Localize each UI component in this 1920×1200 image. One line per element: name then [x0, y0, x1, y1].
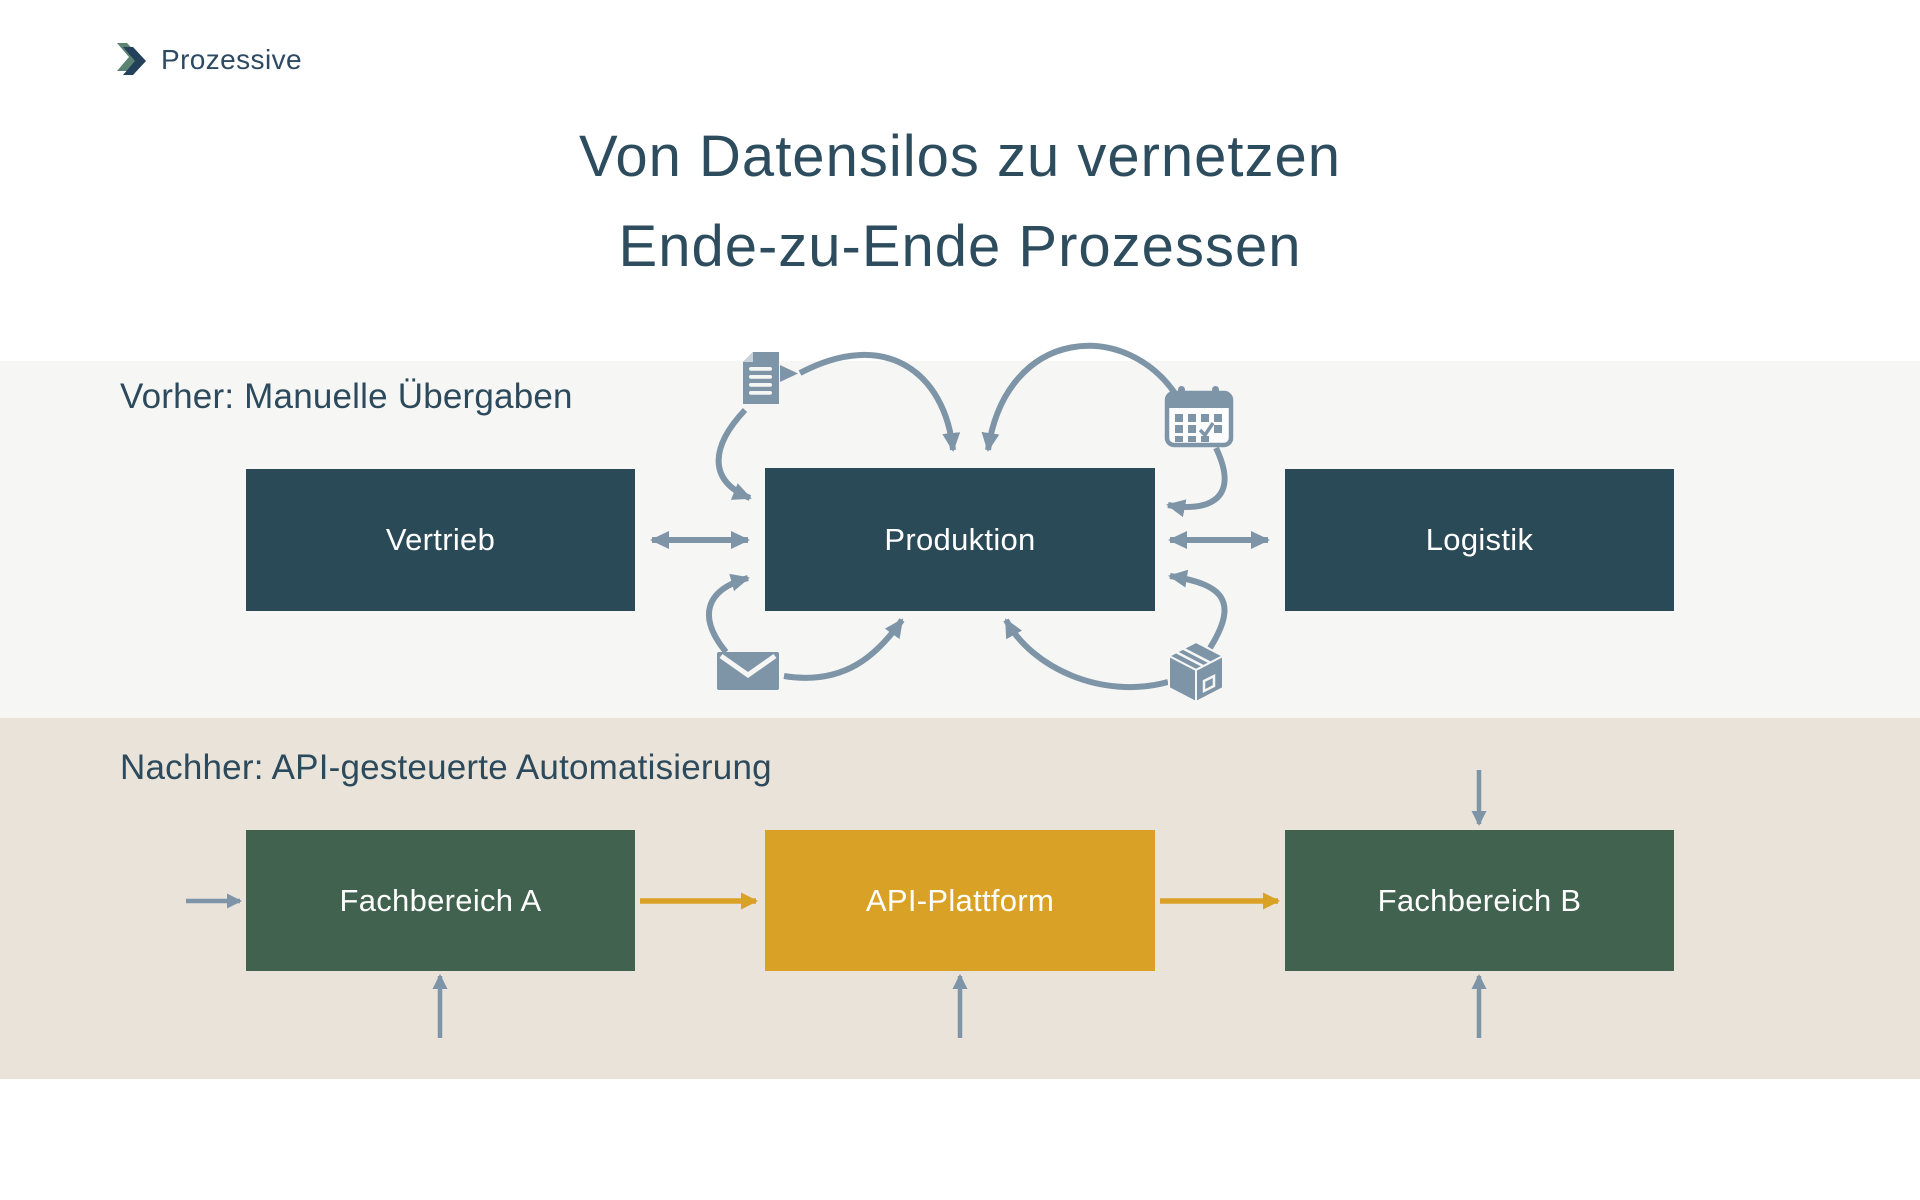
box-logistik: Logistik — [1285, 469, 1674, 611]
box-produktion: Produktion — [765, 468, 1155, 611]
before-heading: Vorher: Manuelle Übergaben — [120, 377, 573, 416]
title-line-2: Ende-zu-Ende Prozessen — [618, 214, 1302, 279]
after-heading: Nachher: API-gesteuerte Automatisierung — [120, 748, 772, 787]
logo-chevron-icon — [117, 43, 146, 75]
box-fachbereich-b: Fachbereich B — [1285, 830, 1674, 971]
page-title: Von Datensilos zu vernetzen Ende-zu-Ende… — [0, 112, 1920, 292]
box-api-plattform: API-Plattform — [765, 830, 1155, 971]
logo: Prozessive — [116, 42, 302, 78]
box-vertrieb: Vertrieb — [246, 469, 635, 611]
title-line-1: Von Datensilos zu vernetzen — [578, 124, 1342, 189]
box-fachbereich-a: Fachbereich A — [246, 830, 635, 971]
logo-text: Prozessive — [161, 44, 302, 75]
